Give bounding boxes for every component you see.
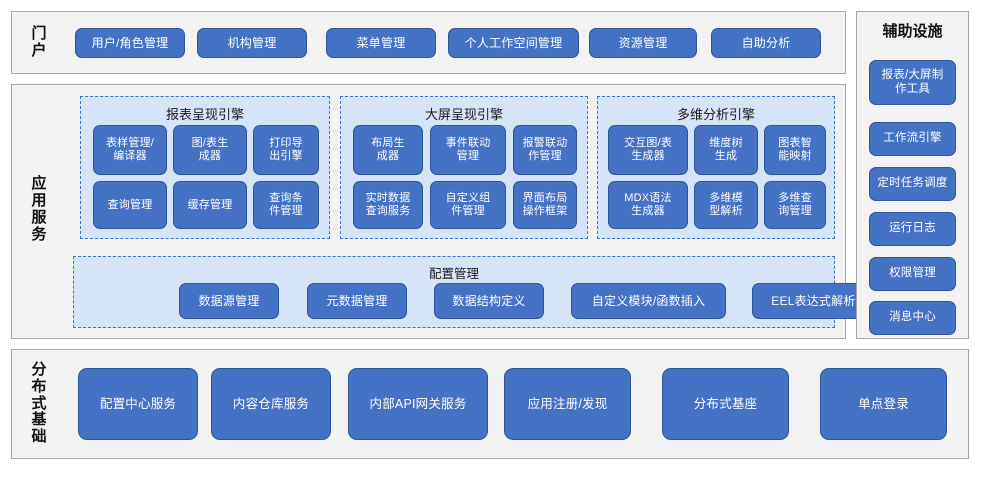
portal-band-label: 门 户 [31,24,47,59]
engine-1-button-2[interactable]: 报警联动 作管理 [513,125,577,175]
portal-button-5[interactable]: 自助分析 [711,28,821,58]
distributed-button-4[interactable]: 分布式基座 [662,368,789,440]
engine-1-button-0[interactable]: 布局生 成器 [353,125,423,175]
aux-button-5[interactable]: 消息中心 [869,301,956,335]
portal-button-4[interactable]: 资源管理 [589,28,697,58]
engine-2-button-2[interactable]: 图表智 能映射 [764,125,826,175]
engine-2-button-0[interactable]: 交互图/表 生成器 [608,125,688,175]
engine-0-button-2[interactable]: 打印导 出引擎 [253,125,319,175]
config-button-1[interactable]: 元数据管理 [307,283,407,319]
engine-group-title-2: 多维分析引擎 [676,107,755,122]
aux-button-2[interactable]: 定时任务调度 [869,167,956,201]
app-services-band-label: 应 用 服 务 [31,175,47,243]
engine-group-2: 多维分析引擎交互图/表 生成器维度树 生成图表智 能映射 MDX语法 生成器多维模… [597,96,835,239]
engine-1-button-1[interactable]: 事件联动 管理 [430,125,506,175]
distributed-button-5[interactable]: 单点登录 [820,368,947,440]
portal-button-3[interactable]: 个人工作空间管理 [448,28,579,58]
engine-1-button-5[interactable]: 界面布局 操作框架 [513,181,577,229]
aux-button-4[interactable]: 权限管理 [869,257,956,291]
engine-1-button-4[interactable]: 自定义组 件管理 [430,181,506,229]
engine-0-button-4[interactable]: 缓存管理 [173,181,247,229]
portal-button-2[interactable]: 菜单管理 [326,28,436,58]
engine-0-button-1[interactable]: 图/表生 成器 [173,125,247,175]
aux-button-3[interactable]: 运行日志 [869,212,956,246]
portal-button-0[interactable]: 用户/角色管理 [75,28,185,58]
distributed-button-3[interactable]: 应用注册/发现 [504,368,631,440]
engine-2-button-3[interactable]: MDX语法 生成器 [608,181,688,229]
engine-0-button-0[interactable]: 表样管理/ 编译器 [93,125,167,175]
distributed-button-2[interactable]: 内部API网关服务 [348,368,488,440]
aux-facilities-title: 辅助设施 [882,23,943,40]
aux-button-0[interactable]: 报表/大屏制 作工具 [869,60,956,105]
aux-button-1[interactable]: 工作流引擎 [869,122,956,156]
config-button-2[interactable]: 数据结构定义 [434,283,544,319]
config-button-0[interactable]: 数据源管理 [179,283,279,319]
engine-group-1: 大屏呈现引擎布局生 成器事件联动 管理报警联动 作管理实时数据 查询服务自定义组… [340,96,588,239]
engine-2-button-5[interactable]: 多维查 询管理 [764,181,826,229]
portal-button-1[interactable]: 机构管理 [197,28,307,58]
engine-1-button-3[interactable]: 实时数据 查询服务 [353,181,423,229]
engine-2-button-1[interactable]: 维度树 生成 [694,125,758,175]
config-management-title: 配置管理 [428,267,479,281]
engine-group-0: 报表呈现引擎表样管理/ 编译器图/表生 成器打印导 出引擎查询管理缓存管理查询条… [80,96,330,239]
engine-group-title-1: 大屏呈现引擎 [424,107,503,122]
distributed-button-1[interactable]: 内容仓库服务 [211,368,331,440]
engine-group-title-0: 报表呈现引擎 [165,107,244,122]
engine-0-button-5[interactable]: 查询条 件管理 [253,181,319,229]
config-button-3[interactable]: 自定义模块/函数插入 [571,283,726,319]
distributed-band-label: 分 布 式 基 础 [31,361,47,446]
engine-0-button-3[interactable]: 查询管理 [93,181,167,229]
engine-2-button-4[interactable]: 多维模 型解析 [694,181,758,229]
distributed-button-0[interactable]: 配置中心服务 [78,368,198,440]
